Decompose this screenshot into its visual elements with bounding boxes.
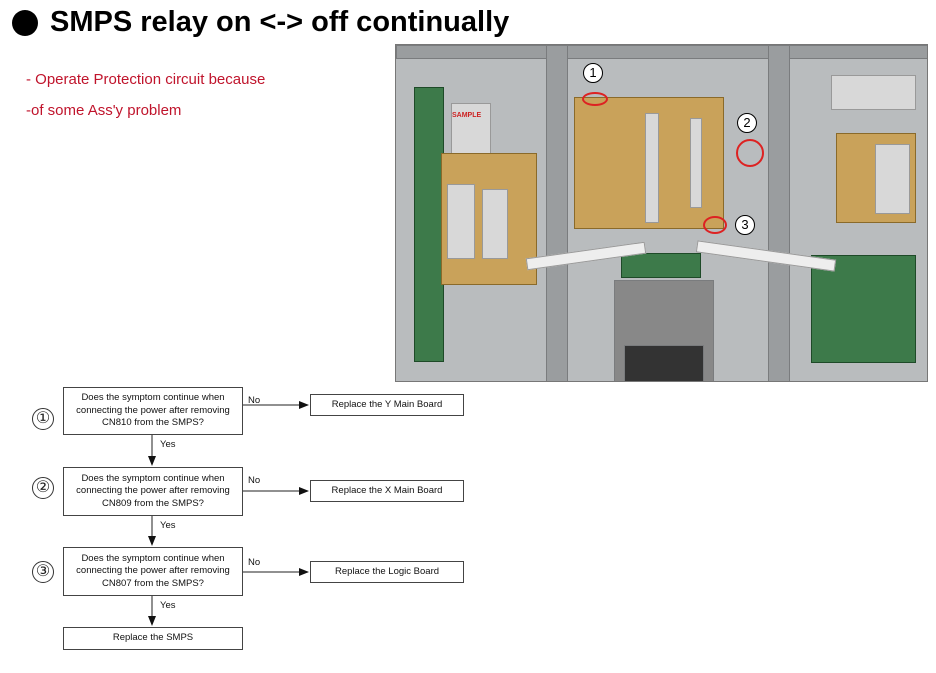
step-number-2: ② (32, 477, 54, 499)
highlight-cn810 (582, 92, 608, 106)
note-2: -of some Ass'y problem (26, 102, 182, 119)
marker-3: 3 (735, 215, 755, 235)
question-box-2: Does the symptom continue when connectin… (63, 467, 243, 516)
tv-board-photo: SAMPLE 1 2 3 (395, 44, 928, 382)
action-box-1: Replace the Y Main Board (310, 394, 464, 416)
highlight-cn809 (736, 139, 764, 167)
question-box-3: Does the symptom continue when connectin… (63, 547, 243, 596)
yes-label-3: Yes (160, 600, 176, 611)
title-text: SMPS relay on <-> off continually (50, 6, 510, 38)
final-action-box: Replace the SMPS (63, 627, 243, 650)
marker-2: 2 (737, 113, 757, 133)
highlight-cn807 (703, 216, 727, 234)
marker-1: 1 (583, 63, 603, 83)
step-number-3: ③ (32, 561, 54, 583)
action-box-2: Replace the X Main Board (310, 480, 464, 502)
question-box-1: Does the symptom continue when connectin… (63, 387, 243, 435)
step-number-1: ① (32, 408, 54, 430)
action-box-3: Replace the Logic Board (310, 561, 464, 583)
sample-label: SAMPLE (452, 112, 482, 119)
yes-label-1: Yes (160, 439, 176, 450)
no-label-3: No (248, 557, 261, 568)
page-title: SMPS relay on <-> off continually (12, 6, 509, 39)
no-label-2: No (248, 475, 261, 486)
no-label-1: No (248, 395, 261, 406)
yes-label-2: Yes (160, 520, 176, 531)
note-1: - Operate Protection circuit because (26, 71, 266, 88)
bullet-icon (12, 9, 38, 36)
